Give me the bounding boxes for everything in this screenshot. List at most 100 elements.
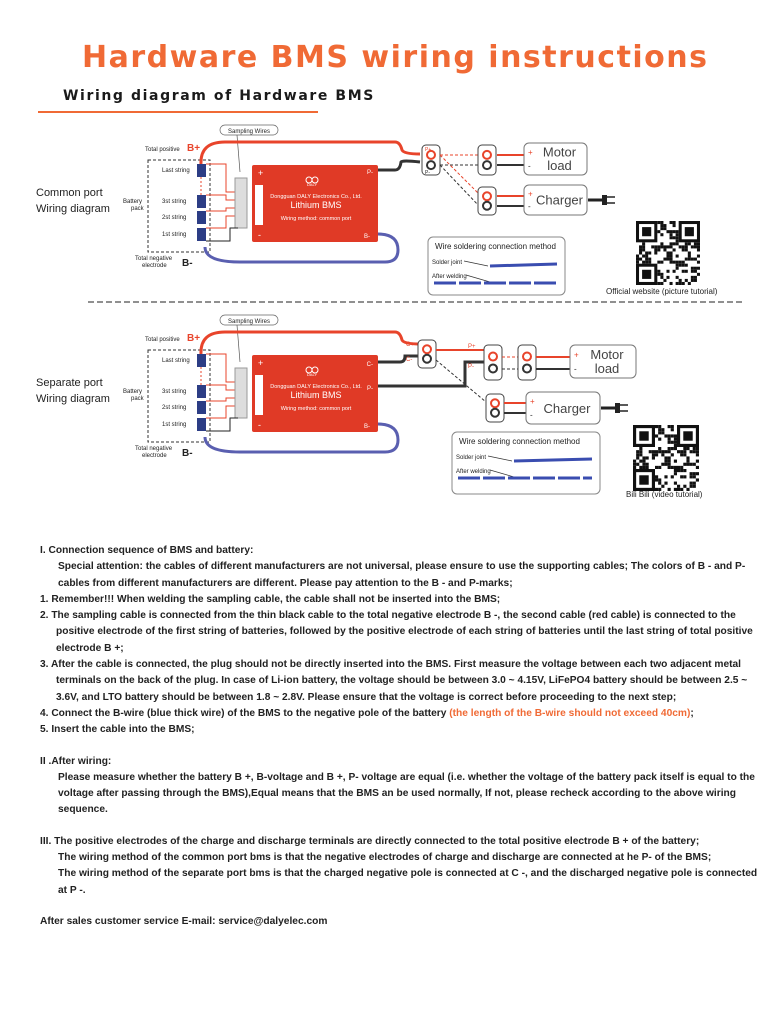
bms-name: Lithium BMS [290,390,341,400]
qr-module [658,447,662,451]
positive-terminal-icon [426,149,436,160]
qr-module [661,484,665,488]
solder-joint-label: Solder joint [432,260,462,266]
qr-module [672,230,676,234]
qr-module [667,450,671,454]
total-negative-label: Total negative [135,256,173,262]
qr-module [692,450,696,454]
plus-sign: + [528,148,533,157]
qr-module [670,425,674,429]
qr-module [639,465,643,469]
battery-cell-icon [197,228,206,241]
qr-module [681,263,685,267]
device-label: load [595,361,620,376]
bms-company: Dongguan DALY Electronics Co., Ltd. [270,384,362,390]
qr-module [651,450,655,454]
qr-module [667,434,671,438]
qr-module [687,257,691,261]
positive-terminal-icon [488,351,498,362]
qr-module [654,245,658,249]
qr-module [664,434,668,438]
b-plus-wire [199,330,421,355]
battery-cell-icon [197,401,206,414]
bms-p-minus: P- [367,170,373,176]
qr-module [658,437,662,441]
qr-module [639,459,643,463]
diagram-label: Separate port [36,377,103,389]
qr-module [695,459,699,463]
qr-module [642,456,646,460]
qr-module [687,281,691,285]
qr-module [678,245,682,249]
qr-module [669,260,673,264]
plus-sign: + [574,351,579,360]
qr-module [636,462,640,466]
qr-module [677,484,681,488]
qr-module [673,434,677,438]
qr-module [666,275,670,279]
qr-module [695,478,699,482]
qr-module [673,447,677,451]
sampling-wire [206,353,238,383]
qr-module [663,224,667,228]
qr-module [684,245,688,249]
pointer-arrow [489,469,515,478]
qr-module [633,465,637,469]
qr-module [660,224,664,228]
battery-pack-label: pack [131,206,145,212]
qr-module [678,278,682,282]
qr-module [661,431,665,435]
qr-module [695,450,699,454]
bms-wiring-method: Wiring method: common port [281,216,352,222]
device-box [569,344,637,379]
qr-module [655,450,659,454]
qr-module [683,484,687,488]
qr-module [667,456,671,460]
qr-module [663,245,667,249]
daly-logo: DALY [307,182,317,187]
bms-minus: - [258,420,261,430]
positive-terminal-icon [482,191,492,202]
pointer-arrow [465,274,491,283]
section-2-title: II .After wiring: [40,755,112,767]
negative-sampling-wire [206,227,238,242]
qr-module [673,472,677,476]
sampling-wire [206,397,238,402]
qr-module [673,437,677,441]
positive-terminal-icon [482,149,492,160]
after-welding-label: After welding [432,274,467,280]
qr-module [675,239,679,243]
battery-pack-outline [147,349,211,443]
qr-module [660,233,664,237]
qr-module [639,245,643,249]
device-label: Charger [544,401,592,416]
qr-module [672,224,676,228]
bms-connector-port [255,375,263,415]
qr-module [663,248,667,252]
item-4-end: ; [690,707,694,719]
link [439,154,481,196]
qr-module [639,257,643,261]
qr-module [696,248,700,252]
qr-finder [635,263,658,286]
qr-module [660,227,664,231]
qr-module [680,469,684,473]
contact-email[interactable]: After sales customer service E-mail: ser… [40,915,328,927]
qr-module [669,236,673,240]
positive-terminal-icon [490,398,500,409]
qr-module [681,269,685,273]
qr-module [683,450,687,454]
qr-finder-center [684,227,694,237]
qr-module [677,469,681,473]
qr-module [687,254,691,258]
qr-module [669,281,673,285]
b-plus-label: B+ [187,333,200,344]
qr-module [636,257,640,261]
b-minus-wire [203,232,400,264]
qr-module [693,245,697,249]
qr-module [667,462,671,466]
pointer-arrow [463,260,489,267]
terminal-label: P- [425,170,430,176]
qr-finder-center [639,431,649,441]
